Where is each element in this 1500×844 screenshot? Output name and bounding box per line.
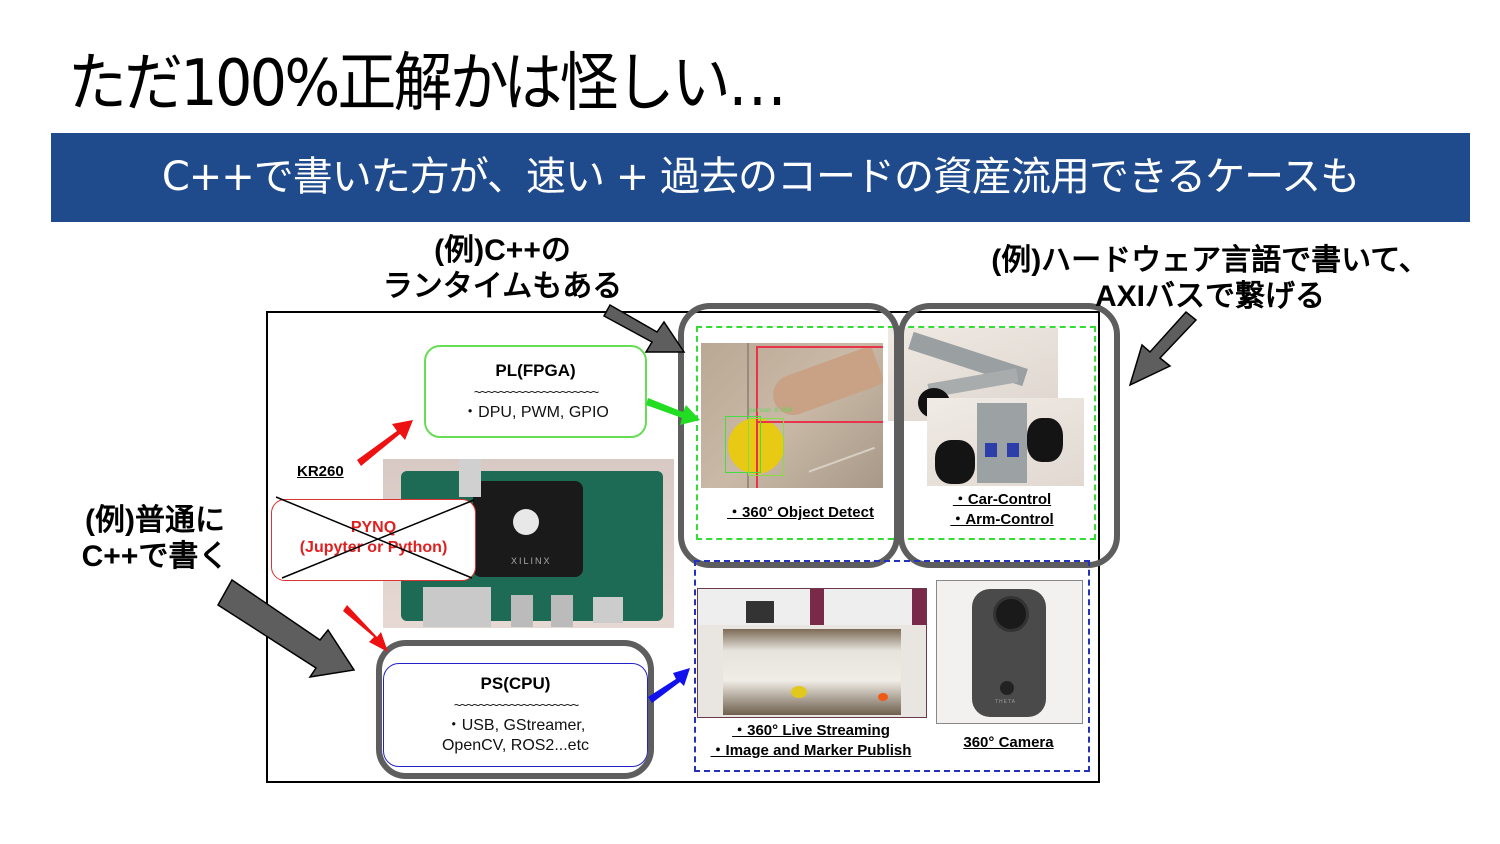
object-detect-label: ・360° Object Detect bbox=[727, 504, 874, 521]
callout-cpp-line1: (例)普通に bbox=[85, 504, 225, 537]
usb-port-1 bbox=[511, 595, 533, 627]
object-detect-photo: person 0.950 bbox=[701, 343, 883, 488]
fan-hub bbox=[513, 509, 539, 535]
panorama-ball bbox=[791, 686, 807, 698]
usb-port-2 bbox=[551, 595, 573, 627]
callout-hardware: (例)ハードウェア言語で書いて、 AXIバスで繋げる bbox=[975, 243, 1445, 315]
detect-line-red bbox=[756, 346, 758, 488]
marker-publish-label: ・Image and Marker Publish bbox=[710, 742, 912, 759]
servo-2 bbox=[1007, 443, 1019, 457]
wheel-left bbox=[935, 440, 975, 484]
live-streaming-photo bbox=[697, 588, 927, 718]
gray-arrow-runtime-icon bbox=[602, 303, 686, 353]
banner: C++で書いた方が、速い + 過去のコードの資産流用できるケースも bbox=[51, 133, 1470, 222]
panorama-orange bbox=[878, 693, 888, 701]
servo-1 bbox=[985, 443, 997, 457]
360-camera-photo: THETA bbox=[936, 580, 1083, 724]
ps-cpu-box: PS(CPU) ~~~~~~~~~~~~~~~~~~~~ ・USB, GStre… bbox=[383, 663, 648, 767]
ps-output-region bbox=[694, 560, 1090, 772]
live-streaming-label: ・360° Live Streaming bbox=[732, 722, 890, 739]
gray-arrow-cpp-icon bbox=[217, 578, 356, 679]
360-camera-label: 360° Camera bbox=[963, 734, 1054, 751]
pynq-title: PYNQ bbox=[350, 519, 397, 536]
green-arrow-icon bbox=[646, 398, 700, 425]
callout-hardware-line1: (例)ハードウェア言語で書いて、 bbox=[991, 244, 1429, 277]
robot-car-photo bbox=[927, 398, 1084, 486]
detect-box-green-2 bbox=[748, 418, 784, 476]
blue-arrow-icon bbox=[648, 668, 690, 703]
wall-edge bbox=[747, 343, 749, 488]
callout-cpp: (例)普通に C++で書く bbox=[65, 503, 245, 575]
control-highlight bbox=[898, 303, 1120, 568]
gray-arrow-hardware-icon bbox=[1128, 310, 1198, 387]
ps-body-line1: ・USB, GStreamer, bbox=[445, 717, 586, 734]
callout-hardware-line2: AXIバスで繋げる bbox=[1094, 280, 1325, 313]
desktop-purple bbox=[810, 589, 824, 625]
ps-body-line2: OpenCV, ROS2...etc bbox=[441, 737, 590, 754]
slide-title: ただ100%正解かは怪しい… bbox=[68, 47, 787, 121]
arm-control-label: ・Arm-Control bbox=[950, 511, 1054, 528]
callout-runtime-line1: (例)C++の bbox=[434, 234, 571, 267]
pl-title: PL(FPGA) bbox=[495, 361, 576, 380]
car-control-label: ・Car-Control bbox=[952, 491, 1052, 508]
pl-fpga-box: PL(FPGA) ~~~~~~~~~~~~~~~~~~~~ ・DPU, PWM,… bbox=[424, 345, 647, 438]
panorama bbox=[723, 629, 901, 715]
pl-body: ・DPU, PWM, GPIO bbox=[462, 404, 609, 421]
detect-box-green-1 bbox=[725, 416, 761, 473]
wheel-right bbox=[1027, 418, 1063, 462]
chip-brand: XILINX bbox=[511, 556, 552, 566]
ps-title: PS(CPU) bbox=[480, 674, 551, 693]
callout-runtime: (例)C++の ランタイムもある bbox=[360, 233, 645, 305]
pynq-cross-line-1 bbox=[275, 496, 473, 579]
sfp-cage bbox=[459, 459, 481, 497]
kr260-label: KR260 bbox=[297, 463, 344, 480]
desktop-purple-2 bbox=[912, 589, 926, 625]
callout-runtime-line2: ランタイムもある bbox=[382, 270, 623, 303]
red-arrow-to-pl-icon bbox=[357, 420, 413, 466]
dark-preview bbox=[746, 601, 774, 623]
ethernet-port bbox=[423, 587, 491, 627]
hdmi-port bbox=[593, 597, 623, 623]
pl-divider: ~~~~~~~~~~~~~~~~~~~~ bbox=[473, 384, 600, 400]
ps-highlight-frame bbox=[376, 640, 654, 779]
pynq-cross-line-2 bbox=[281, 499, 475, 579]
camera-button bbox=[1000, 681, 1014, 695]
detection-text: person 0.950 bbox=[749, 407, 793, 414]
red-arrow-to-ps-icon bbox=[343, 605, 388, 652]
ps-divider: ~~~~~~~~~~~~~~~~~~~~ bbox=[453, 697, 580, 713]
object-detect-highlight bbox=[678, 303, 900, 568]
camera-lens bbox=[993, 596, 1029, 632]
banner-text: C++で書いた方が、速い + 過去のコードの資産流用できるケースも bbox=[161, 154, 1360, 200]
callout-cpp-line2: C++で書く bbox=[81, 540, 229, 573]
camera-brand: THETA bbox=[995, 699, 1017, 705]
